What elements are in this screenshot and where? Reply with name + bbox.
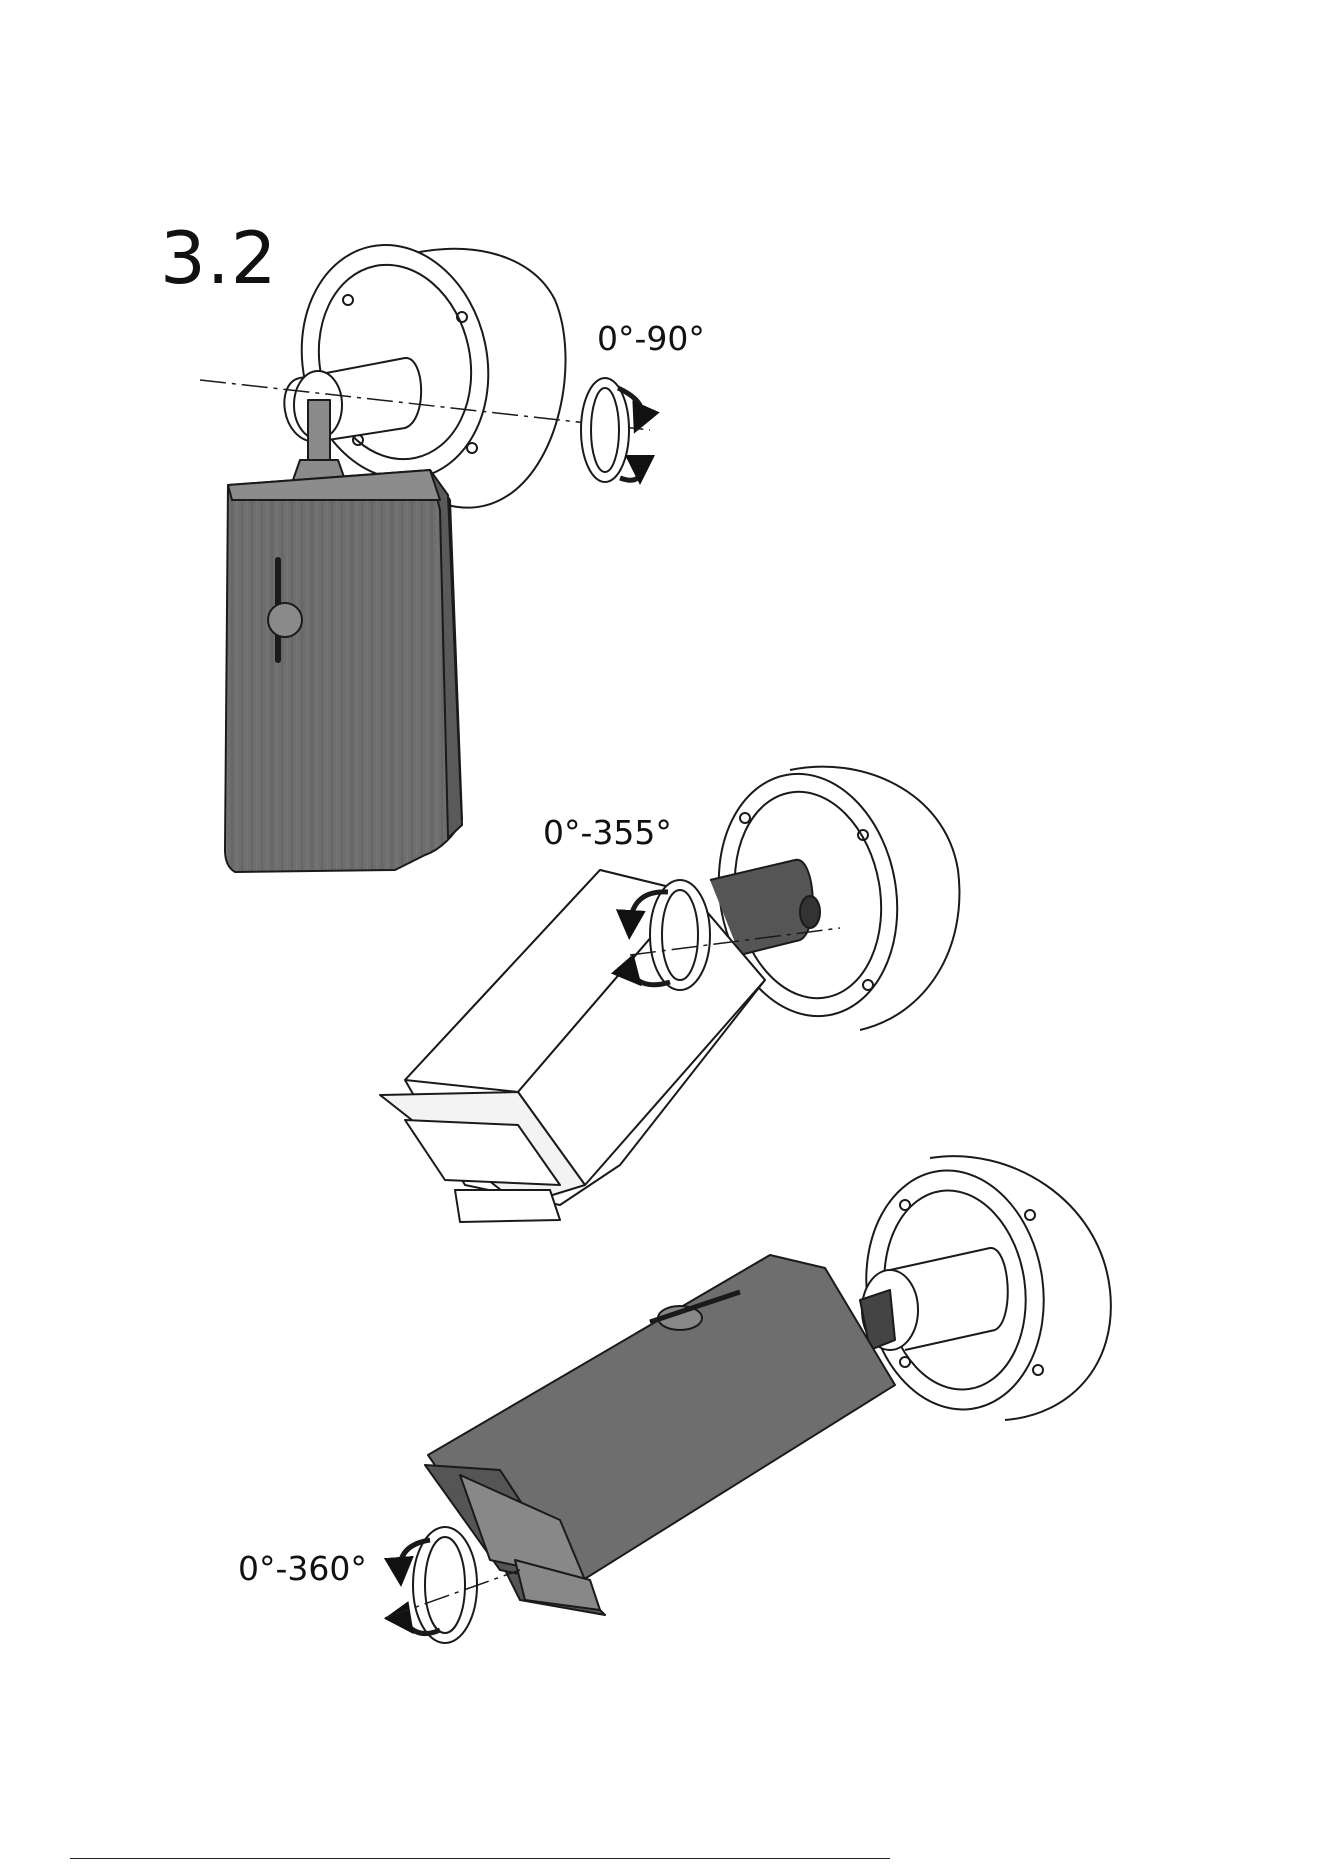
camera-pan-figure — [200, 227, 650, 872]
rotation-arrow-icon — [581, 378, 642, 482]
footer-rule — [70, 1858, 890, 1859]
rotation-arrow-icon — [400, 1527, 477, 1643]
camera-rotate-figure — [385, 1156, 1111, 1643]
camera-tilt-figure — [380, 760, 959, 1222]
